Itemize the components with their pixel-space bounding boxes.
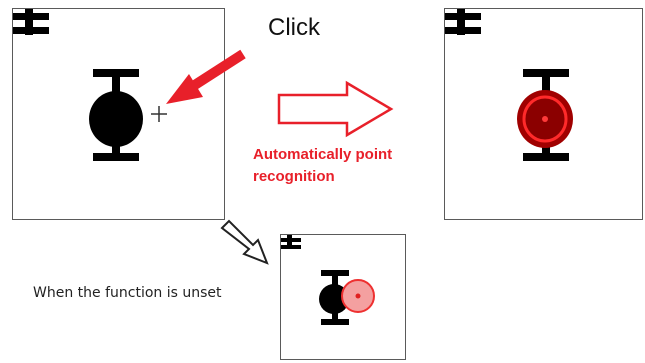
after-panel bbox=[444, 8, 643, 220]
recognized-valve-symbol-icon bbox=[517, 69, 573, 161]
crosshair-cursor-icon bbox=[151, 106, 167, 122]
auto-recognition-line-1: Automatically point bbox=[253, 146, 393, 163]
auto-recognition-label: Automatically point recognition bbox=[253, 144, 392, 188]
click-label: Click bbox=[268, 14, 320, 41]
before-panel bbox=[12, 8, 225, 220]
red-pointer-arrow-icon bbox=[166, 49, 246, 104]
corner-valve-icon bbox=[13, 9, 49, 35]
unset-canvas bbox=[281, 235, 375, 325]
diagonal-down-arrow-icon bbox=[220, 219, 269, 265]
before-canvas bbox=[13, 9, 167, 161]
valve-symbol-icon bbox=[89, 69, 143, 161]
valve-symbol-icon bbox=[319, 270, 349, 325]
unset-label: When the function is unset bbox=[33, 285, 222, 301]
corner-valve-icon bbox=[445, 9, 481, 35]
auto-recognition-line-2: recognition bbox=[253, 168, 335, 185]
after-canvas bbox=[445, 9, 573, 161]
unset-panel bbox=[280, 234, 406, 360]
right-arrow-icon bbox=[277, 80, 394, 138]
offset-recognition-marker-icon bbox=[341, 279, 375, 313]
corner-valve-icon bbox=[281, 235, 301, 249]
